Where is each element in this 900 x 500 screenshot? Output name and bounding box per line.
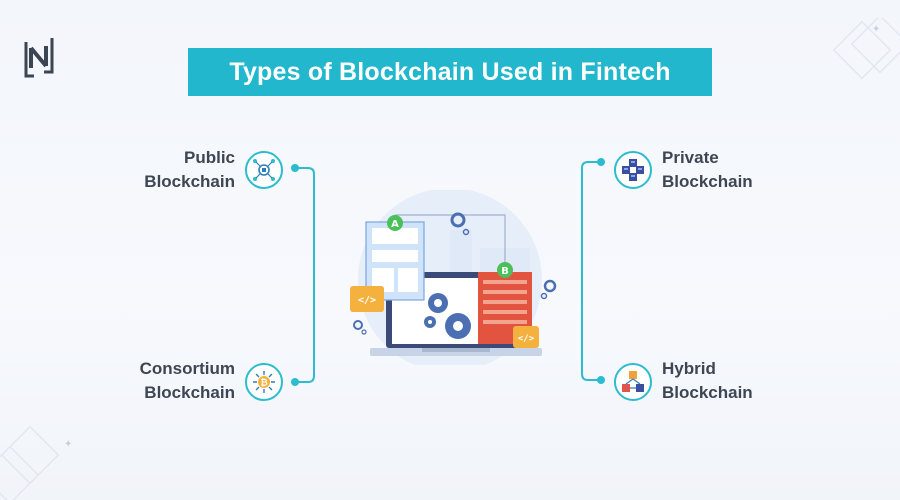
cube-network-icon (614, 151, 652, 189)
label-line: Blockchain (144, 172, 235, 191)
badge-b: B (501, 266, 509, 277)
bitcoin-network-icon: ₿ (245, 363, 283, 401)
label-line: Blockchain (662, 172, 753, 191)
label-line: Hybrid (662, 359, 716, 378)
blockchain-illustration: A B </> </> (350, 190, 557, 365)
code-tag-left: </> (358, 295, 376, 306)
svg-text:✦: ✦ (872, 24, 880, 35)
label-line: Blockchain (662, 383, 753, 402)
hybrid-cubes-icon (614, 363, 652, 401)
brand-logo (24, 38, 54, 78)
label-line: Consortium (139, 359, 235, 378)
label-line: Private (662, 148, 719, 167)
public-blockchain-label: Public Blockchain (120, 146, 235, 194)
page-title: Types of Blockchain Used in Fintech (188, 48, 712, 96)
label-line: Blockchain (144, 383, 235, 402)
decorative-diamonds: ✦ (0, 425, 72, 500)
code-tag-right: </> (518, 334, 535, 344)
private-blockchain-label: Private Blockchain (662, 146, 782, 194)
network-icon (245, 151, 283, 189)
consortium-blockchain-label: Consortium Blockchain (110, 357, 235, 405)
svg-text:₿: ₿ (260, 378, 267, 389)
hybrid-blockchain-label: Hybrid Blockchain (662, 357, 782, 405)
badge-a: A (391, 219, 399, 230)
decorative-diamonds: ✦ (832, 18, 900, 80)
svg-text:✦: ✦ (64, 439, 72, 450)
label-line: Public (183, 148, 235, 167)
